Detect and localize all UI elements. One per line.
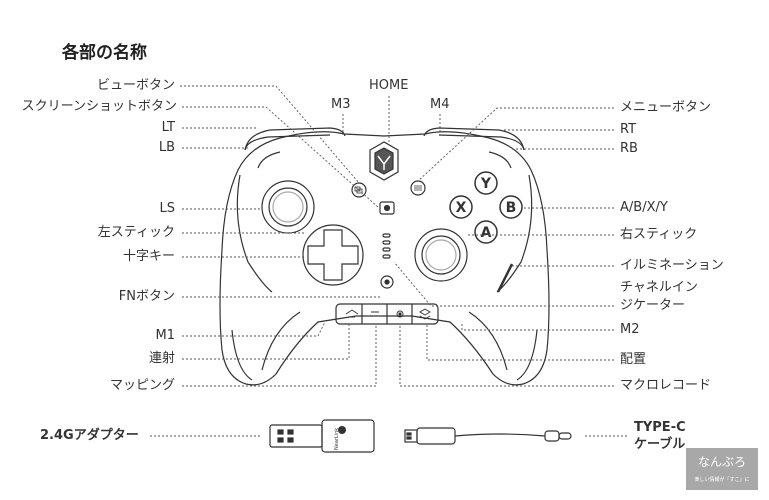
label-lt: LT bbox=[161, 120, 175, 135]
button-a-letter: A bbox=[481, 225, 492, 241]
watermark-title: なんぶろ bbox=[697, 455, 746, 469]
label-right-stick: 右スティック bbox=[620, 227, 698, 242]
label-macro-record: マクロレコード bbox=[620, 378, 712, 393]
label-abxy: A/B/X/Y bbox=[620, 200, 668, 215]
label-mapping: マッピング bbox=[109, 378, 175, 393]
label-m3: M3 bbox=[331, 97, 351, 112]
controller-body bbox=[219, 127, 550, 386]
usb-dongle bbox=[269, 419, 375, 453]
label-turbo: 連射 bbox=[148, 351, 175, 366]
label-view-button: ビューボタン bbox=[96, 78, 175, 93]
label-m1: M1 bbox=[155, 328, 176, 343]
label-ls: LS bbox=[159, 201, 176, 216]
label-left-stick: 左スティック bbox=[97, 225, 175, 240]
label-lb: LB bbox=[158, 140, 175, 155]
label-cable-2: ケーブル bbox=[634, 437, 686, 452]
label-cable-1: TYPE-C bbox=[634, 420, 686, 435]
label-screenshot-button: スクリーンショットボタン bbox=[21, 99, 177, 114]
label-m4: M4 bbox=[430, 97, 450, 112]
button-y-letter: Y bbox=[480, 176, 492, 192]
label-channel-indicator-2: ジケーター bbox=[620, 298, 686, 313]
label-fn-button: FNボタン bbox=[118, 289, 175, 304]
label-layout: 配置 bbox=[620, 352, 647, 367]
leader-lines bbox=[150, 85, 628, 437]
label-rb: RB bbox=[620, 141, 638, 156]
watermark: なんぶろ 楽しい情報が「すこ」に bbox=[686, 448, 758, 490]
dongle-brand-text: NearLink bbox=[334, 428, 340, 450]
type-c-cable bbox=[404, 427, 572, 445]
button-x-letter: X bbox=[456, 200, 467, 216]
watermark-subtitle: 楽しい情報が「すこ」に bbox=[694, 477, 750, 483]
label-illumination: イルミネーション bbox=[620, 258, 724, 273]
label-adapter: 2.4Gアダプター bbox=[40, 428, 139, 443]
label-home: HOME bbox=[369, 78, 409, 93]
label-channel-indicator-1: チャネルイン bbox=[620, 280, 698, 295]
page-title: 各部の名称 bbox=[62, 43, 147, 63]
label-dpad: 十字キー bbox=[122, 249, 175, 264]
label-m2: M2 bbox=[620, 322, 640, 337]
label-rt: RT bbox=[620, 122, 637, 137]
button-b-letter: B bbox=[506, 200, 517, 216]
label-menu-button: メニューボタン bbox=[620, 100, 712, 115]
